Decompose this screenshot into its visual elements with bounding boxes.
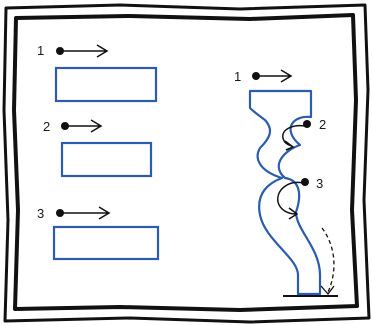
outer-frame [2, 3, 371, 324]
right-step-2-curved-arrow-path [282, 124, 306, 147]
right-step-2-start-dot [303, 120, 311, 128]
right-step-2-arrowhead-icon [284, 140, 295, 151]
dashed-arrowhead-icon [320, 285, 335, 296]
bent-shape [248, 89, 322, 296]
left-step-1-arrow-icon [62, 44, 109, 58]
right-step-1-arrow-icon [258, 69, 293, 83]
left-step-2-start-dot [61, 122, 69, 130]
left-step-3: 3 [37, 206, 160, 261]
left-step-2: 2 [43, 119, 153, 178]
left-step-3-start-dot [56, 209, 64, 217]
left-step-2-arrow-icon [67, 119, 103, 133]
right-step-2: 2 [282, 117, 326, 151]
dashed-bend-curve [321, 227, 335, 293]
left-rect-3 [52, 225, 160, 261]
right-step-3-curved-arrow-path [277, 181, 304, 215]
left-rect-1 [54, 66, 158, 103]
right-step-2-number: 2 [319, 117, 326, 132]
right-step-3-start-dot [301, 178, 309, 186]
left-rect-2 [60, 141, 153, 178]
right-step-1: 1 [234, 69, 293, 84]
right-step-3-arrowhead-icon [288, 207, 299, 220]
right-step-1-number: 1 [234, 69, 241, 84]
left-step-1-number: 1 [37, 43, 44, 58]
left-step-3-number: 3 [37, 206, 44, 221]
left-step-2-number: 2 [43, 119, 50, 134]
left-step-1-start-dot [56, 47, 64, 55]
right-step-1-start-dot [252, 72, 260, 80]
left-step-3-arrow-icon [62, 206, 111, 220]
inner-frame [12, 13, 359, 312]
right-step-3: 3 [277, 176, 323, 220]
right-step-3-number: 3 [316, 176, 323, 191]
left-step-1: 1 [37, 43, 158, 103]
